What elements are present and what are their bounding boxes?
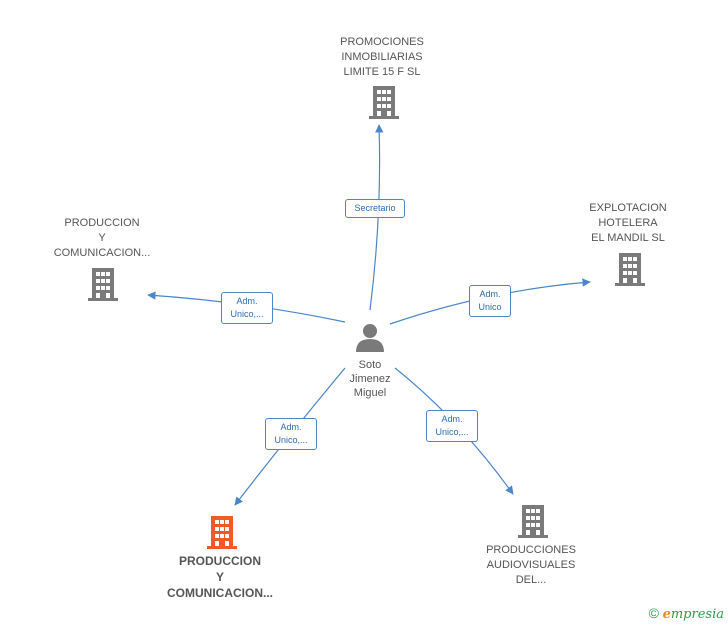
footer-brand: © empresia bbox=[649, 605, 724, 622]
company-label-produccion-bottom[interactable]: PRODUCCION Y COMUNICACION... bbox=[167, 554, 273, 600]
role-badge-adm-unico-bottom[interactable]: Adm. Unico,... bbox=[265, 418, 317, 450]
role-badge-adm-unico-left[interactable]: Adm. Unico,... bbox=[221, 292, 273, 324]
building-icon[interactable] bbox=[518, 505, 548, 538]
role-badge-adm-unico[interactable]: Adm. Unico bbox=[469, 285, 511, 317]
role-badge-adm-unico-right[interactable]: Adm. Unico,... bbox=[426, 410, 478, 442]
building-icon[interactable] bbox=[369, 86, 399, 119]
company-label-produccion-left[interactable]: PRODUCCION Y COMUNICACION... bbox=[53, 217, 151, 259]
building-icon[interactable] bbox=[615, 253, 645, 286]
copyright-icon: © bbox=[648, 605, 659, 621]
person-label[interactable]: Soto Jimenez Miguel bbox=[349, 359, 391, 399]
person-icon[interactable] bbox=[356, 324, 384, 352]
role-badge-secretario[interactable]: Secretario bbox=[345, 199, 405, 218]
brand-initial: e bbox=[662, 607, 671, 622]
building-icon[interactable] bbox=[88, 268, 118, 301]
company-label-promociones[interactable]: PROMOCIONES INMOBILIARIAS LIMITE 15 F SL bbox=[340, 36, 424, 78]
company-label-audiovisuales[interactable]: PRODUCCIONES AUDIOVISUALES DEL... bbox=[486, 544, 576, 586]
company-label-explotacion[interactable]: EXPLOTACION HOTELERA EL MANDIL SL bbox=[589, 202, 667, 244]
building-icon[interactable] bbox=[207, 516, 237, 549]
brand-name: mpresia bbox=[670, 607, 724, 622]
